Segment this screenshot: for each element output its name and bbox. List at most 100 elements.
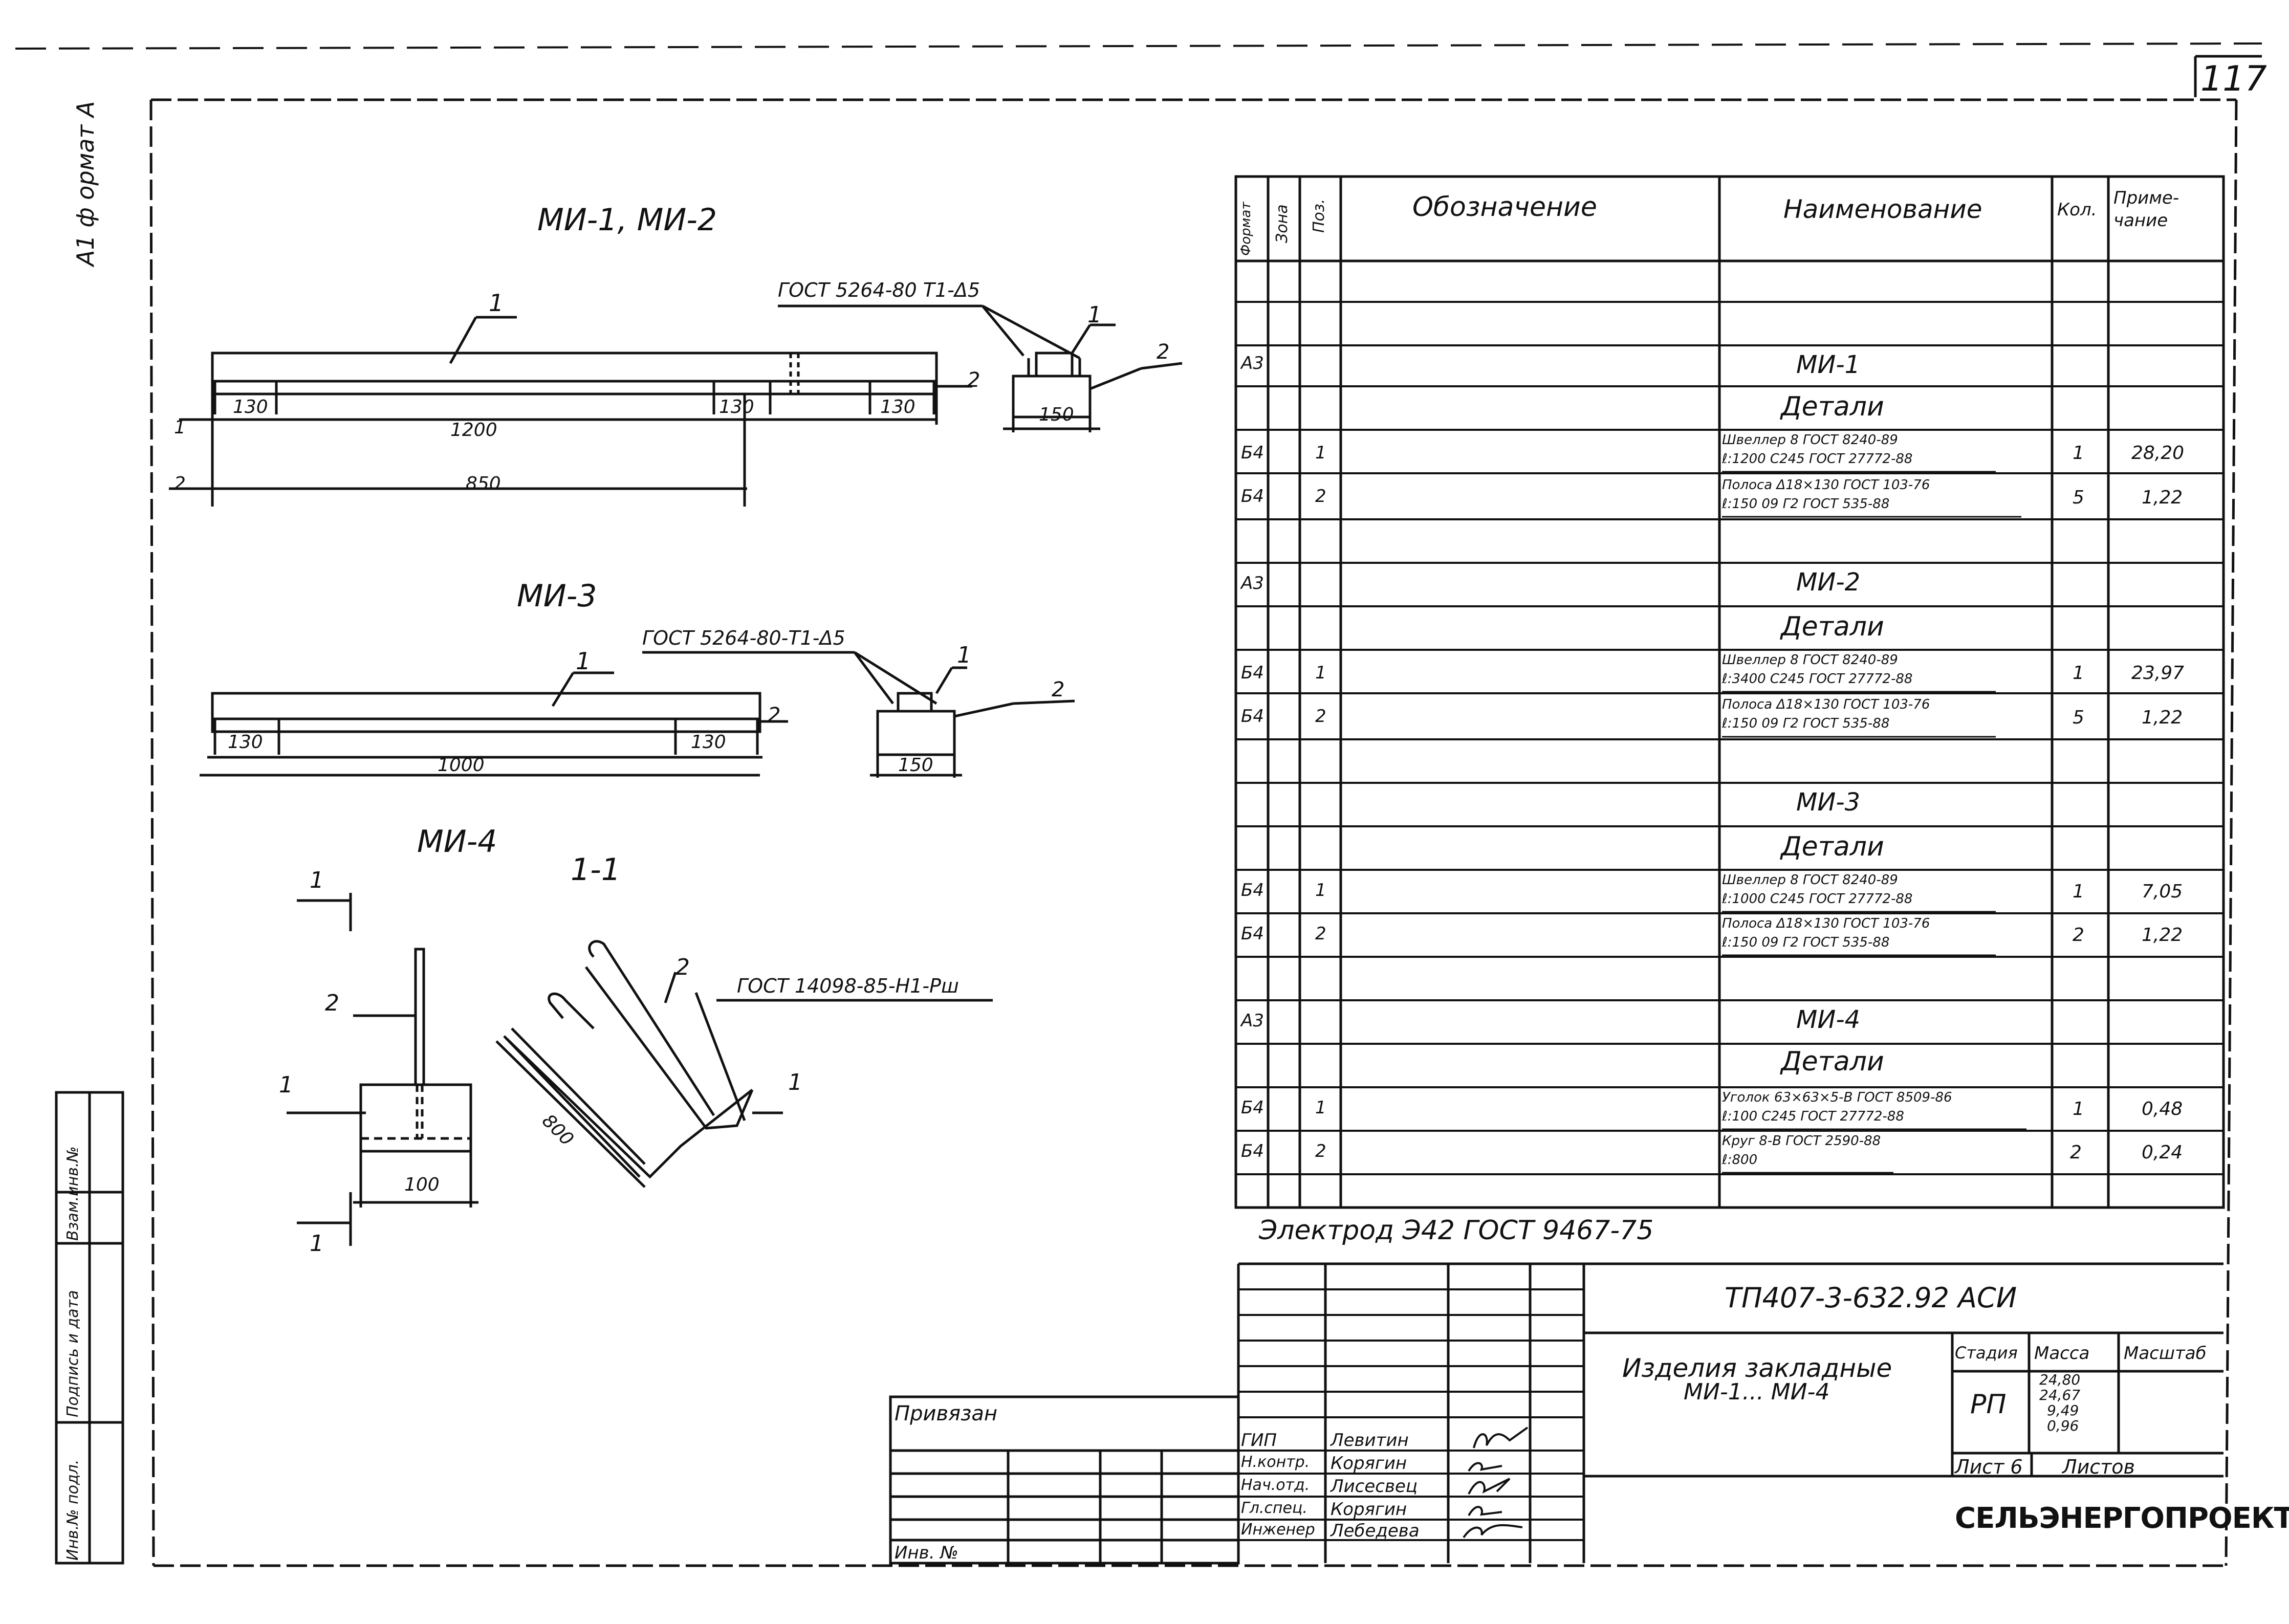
sheets-label: Листов	[2062, 1456, 2135, 1478]
spec-cell-pos: 1	[1315, 443, 1326, 463]
dimension-label: 150	[1039, 404, 1074, 425]
spec-cell-format: А3	[1241, 353, 1264, 374]
signer-name: Лисесвец	[1331, 1476, 1418, 1497]
spec-cell-note: 7,05	[2142, 881, 2183, 902]
mass-value: 0,96	[2047, 1417, 2079, 1434]
spec-cell-name: Уголок 63×63×5-В ГОСТ 8509-86	[1722, 1090, 1952, 1105]
signer-role: Нач.отд.	[1241, 1476, 1310, 1494]
spec-cell-name: ℓ:150 09 Г2 ГОСТ 535-88	[1722, 935, 1890, 950]
product-title-line1: Изделия закладные	[1622, 1353, 1892, 1383]
signature-marks	[1463, 1427, 1529, 1539]
pos-label: 1	[576, 647, 591, 675]
spec-cell-qty: 2	[2073, 925, 2084, 946]
pos-label: 2	[325, 990, 339, 1016]
spec-cell-name: Полоса Δ18×130 ГОСТ 103-76	[1722, 697, 1930, 712]
spec-cell-format: Б4	[1241, 706, 1264, 727]
pos-label: 2	[675, 954, 690, 980]
organization-name: СЕЛЬЭНЕРГОПРОЕКТ	[1955, 1502, 2289, 1535]
section-title-1-1: 1-1	[571, 852, 621, 888]
spec-cell-note: 1,22	[2142, 925, 2183, 946]
weld-note-mi12: ГОСТ 5264-80 Т1-Δ5	[778, 279, 980, 301]
pos-label: 2	[768, 704, 781, 727]
spec-header-pos: Поз.	[1310, 199, 1328, 233]
spec-header-note: Приме-чание	[2113, 188, 2179, 231]
signer-name: Корягин	[1331, 1453, 1407, 1474]
signer-name: Левитин	[1331, 1430, 1409, 1451]
format-label: А1 ф ормат А	[72, 101, 99, 266]
weld-note-mi4: ГОСТ 14098-85-Н1-Рш	[737, 975, 959, 997]
signer-name: Корягин	[1331, 1499, 1407, 1520]
spec-group-subtitle: Детали	[1781, 1046, 1884, 1077]
mass-value: 9,49	[2047, 1402, 2079, 1419]
spec-cell-pos: 2	[1315, 706, 1326, 727]
spec-header-designation: Обозначение	[1412, 192, 1597, 223]
spec-cell-name: Швеллер 8 ГОСТ 8240-89	[1722, 872, 1898, 888]
spec-cell-pos: 1	[1315, 880, 1326, 901]
spec-cell-format: Б4	[1241, 663, 1264, 683]
spec-header-name: Наименование	[1783, 194, 1982, 224]
spec-cell-format: А3	[1241, 1011, 1264, 1031]
spec-group-title: МИ-4	[1796, 1005, 1861, 1034]
signer-role: ГИП	[1241, 1430, 1277, 1451]
spec-cell-format: Б4	[1241, 486, 1264, 507]
dimension-label: 130	[880, 397, 915, 418]
mass-value: 24,80	[2039, 1371, 2081, 1388]
pos-label: 1	[1087, 302, 1102, 328]
spec-cell-pos: 2	[1315, 1141, 1326, 1161]
spec-cell-name: ℓ:100 С245 ГОСТ 27772-88	[1722, 1109, 1904, 1124]
cut-mark: 1	[310, 867, 324, 893]
spec-group-subtitle: Детали	[1781, 831, 1884, 862]
spec-cell-pos: 1	[1315, 1098, 1326, 1118]
spec-cell-format: Б4	[1241, 880, 1264, 901]
spec-cell-format: Б4	[1241, 924, 1264, 944]
spec-cell-note: 23,97	[2131, 663, 2185, 684]
side-stamp-podpis: Подпись и дата	[64, 1290, 82, 1418]
pos-label: 1	[957, 642, 971, 668]
sheet-label: Лист 6	[1955, 1456, 2023, 1478]
spec-cell-format: А3	[1241, 573, 1264, 594]
spec-header-format: Формат	[1238, 202, 1254, 256]
signer-name: Лебедева	[1331, 1521, 1420, 1541]
dimension-label: 150	[898, 755, 933, 776]
spec-cell-qty: 1	[2073, 663, 2084, 684]
spec-cell-qty: 2	[2070, 1142, 2082, 1163]
spec-cell-pos: 2	[1315, 486, 1326, 507]
item-mark: 2	[174, 473, 186, 494]
spec-cell-name: ℓ:150 09 Г2 ГОСТ 535-88	[1722, 716, 1890, 731]
spec-cell-note: 28,20	[2131, 443, 2185, 464]
item-mark: 1	[174, 417, 186, 438]
signer-role: Н.контр.	[1241, 1453, 1310, 1471]
dimension-label: 1000	[438, 755, 485, 776]
spec-group-title: МИ-3	[1796, 788, 1861, 817]
spec-cell-name: ℓ:1000 С245 ГОСТ 27772-88	[1722, 891, 1913, 907]
dimension-label: 130	[228, 732, 263, 753]
spec-cell-note: 0,24	[2142, 1142, 2183, 1163]
mass-value: 24,67	[2039, 1387, 2081, 1403]
spec-header-qty: Кол.	[2057, 200, 2097, 220]
mass-label: Масса	[2034, 1343, 2090, 1364]
pos-label: 1	[788, 1069, 802, 1095]
side-stamp-vzam-inv: Взам.инв.№	[64, 1146, 82, 1241]
spec-cell-note: 0,48	[2142, 1099, 2183, 1120]
product-title-line2: МИ-1... МИ-4	[1684, 1379, 1830, 1405]
dimension-label: 130	[719, 397, 754, 418]
inv-no-label: Инв. №	[895, 1543, 958, 1563]
spec-group-title: МИ-2	[1796, 568, 1861, 597]
spec-cell-name: ℓ:150 09 Г2 ГОСТ 535-88	[1722, 496, 1890, 512]
spec-cell-qty: 1	[2073, 1099, 2084, 1120]
pos-label: 2	[967, 368, 980, 392]
spec-group-subtitle: Детали	[1781, 391, 1884, 422]
spec-group-subtitle: Детали	[1781, 611, 1884, 642]
spec-cell-name: ℓ:3400 С245 ГОСТ 27772-88	[1722, 671, 1913, 687]
stage-label: Стадия	[1955, 1343, 2018, 1363]
dimension-label: 130	[233, 397, 268, 418]
spec-cell-format: Б4	[1241, 443, 1264, 463]
stage-value: РП	[1970, 1389, 2007, 1420]
spec-cell-name: ℓ:800	[1722, 1152, 1758, 1168]
spec-cell-name: Швеллер 8 ГОСТ 8240-89	[1722, 652, 1898, 668]
spec-cell-name: Круг 8-В ГОСТ 2590-88	[1722, 1133, 1881, 1149]
pos-label: 1	[489, 289, 504, 317]
signer-role: Инженер	[1241, 1521, 1315, 1539]
spec-cell-name: Швеллер 8 ГОСТ 8240-89	[1722, 432, 1898, 448]
view-title-mi3: МИ-3	[517, 578, 597, 614]
